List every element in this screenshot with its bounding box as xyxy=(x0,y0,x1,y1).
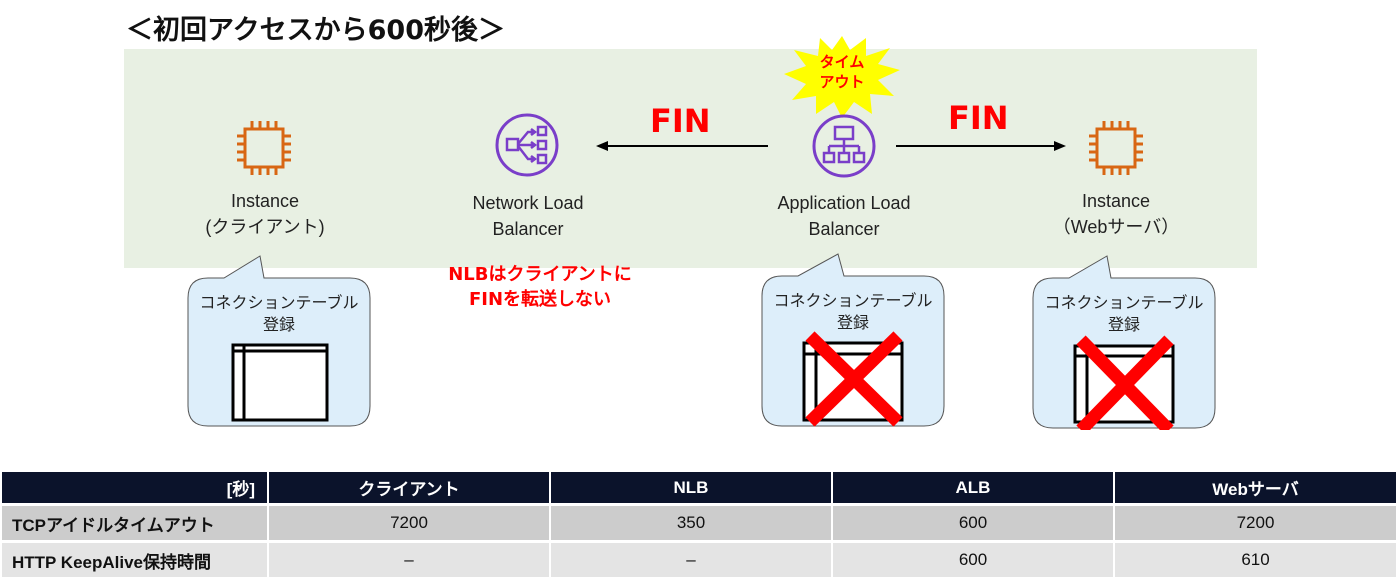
alb-label-line1: Application Load xyxy=(777,193,911,213)
client-connection-table-bubble xyxy=(187,255,371,427)
bubble-line1: コネクションテーブル xyxy=(1044,293,1204,312)
bubble-line2: 登録 xyxy=(836,313,869,332)
web-label-line1: Instance xyxy=(1081,191,1151,211)
table-row: HTTP KeepAlive保持時間 – – 600 610 xyxy=(2,540,1396,577)
fin-label-to-web: FIN xyxy=(948,99,1009,137)
web-label-line2: （Webサーバ） xyxy=(1052,217,1180,237)
bubble-line1: コネクションテーブル xyxy=(199,293,359,312)
web-bubble-text: コネクションテーブル 登録 xyxy=(1033,292,1215,336)
timeout-line2: アウト xyxy=(819,73,865,91)
header-client: クライアント xyxy=(267,472,550,505)
crossed-out-icon xyxy=(1076,335,1174,430)
cell-value: 350 xyxy=(549,503,832,542)
nlb-note-line2: FINを転送しない xyxy=(468,289,612,310)
nlb-label: Network Load Balancer xyxy=(418,190,638,242)
timeout-burst-icon xyxy=(784,36,900,118)
nlb-note-line1: NLBはクライアントに xyxy=(448,264,632,285)
nlb-label-line1: Network Load xyxy=(472,193,584,213)
cell-value: 7200 xyxy=(1113,503,1396,542)
fin-label-to-nlb: FIN xyxy=(650,102,711,140)
cell-value: 610 xyxy=(1113,540,1396,577)
alb-connection-table-bubble xyxy=(761,253,945,427)
client-bubble-text: コネクションテーブル 登録 xyxy=(188,292,370,336)
client-label-line1: Instance xyxy=(230,191,300,211)
alb-label: Application Load Balancer xyxy=(734,190,954,242)
timeout-settings-table: [秒] クライアント NLB ALB Webサーバ TCPアイドルタイムアウト … xyxy=(2,472,1396,577)
table-row: TCPアイドルタイムアウト 7200 350 600 7200 xyxy=(2,503,1396,542)
bubble-line2: 登録 xyxy=(1107,315,1140,334)
page-title: ＜初回アクセスから600秒後＞ xyxy=(126,15,506,46)
timeout-line1: タイム xyxy=(819,53,865,71)
row-label: TCPアイドルタイムアウト xyxy=(2,503,268,542)
ec2-instance-web-icon xyxy=(1089,121,1143,175)
nlb-no-fin-note: NLBはクライアントに FINを転送しない xyxy=(410,262,670,312)
crossed-out-icon xyxy=(805,331,903,427)
ec2-instance-client-icon xyxy=(237,121,291,175)
network-flow-band xyxy=(124,49,1257,268)
client-instance-label: Instance (クライアント) xyxy=(155,188,375,240)
web-connection-table-bubble xyxy=(1032,255,1216,430)
timeout-burst-text: タイム アウト xyxy=(808,52,876,92)
network-load-balancer-icon xyxy=(495,113,559,177)
nlb-label-line2: Balancer xyxy=(492,219,564,239)
cell-value: – xyxy=(267,540,550,577)
row-label: HTTP KeepAlive保持時間 xyxy=(2,540,268,577)
cell-value: 600 xyxy=(831,540,1114,577)
bubble-line1: コネクションテーブル xyxy=(773,291,933,310)
alb-bubble-text: コネクションテーブル 登録 xyxy=(762,290,944,334)
cell-value: 600 xyxy=(831,503,1114,542)
client-label-line2: (クライアント) xyxy=(205,217,325,237)
arrow-right-icon xyxy=(896,141,1066,151)
header-unit: [秒] xyxy=(2,472,268,505)
cell-value: – xyxy=(549,540,832,577)
alb-label-line2: Balancer xyxy=(808,219,880,239)
bubble-line2: 登録 xyxy=(262,315,295,334)
application-load-balancer-icon xyxy=(812,114,876,178)
connection-table-icon xyxy=(231,343,329,422)
header-alb: ALB xyxy=(831,472,1114,505)
header-nlb: NLB xyxy=(549,472,832,505)
header-web: Webサーバ xyxy=(1113,472,1396,505)
arrow-left-icon xyxy=(596,141,768,151)
table-header-row: [秒] クライアント NLB ALB Webサーバ xyxy=(2,472,1396,505)
cell-value: 7200 xyxy=(267,503,550,542)
web-instance-label: Instance （Webサーバ） xyxy=(1006,188,1226,240)
